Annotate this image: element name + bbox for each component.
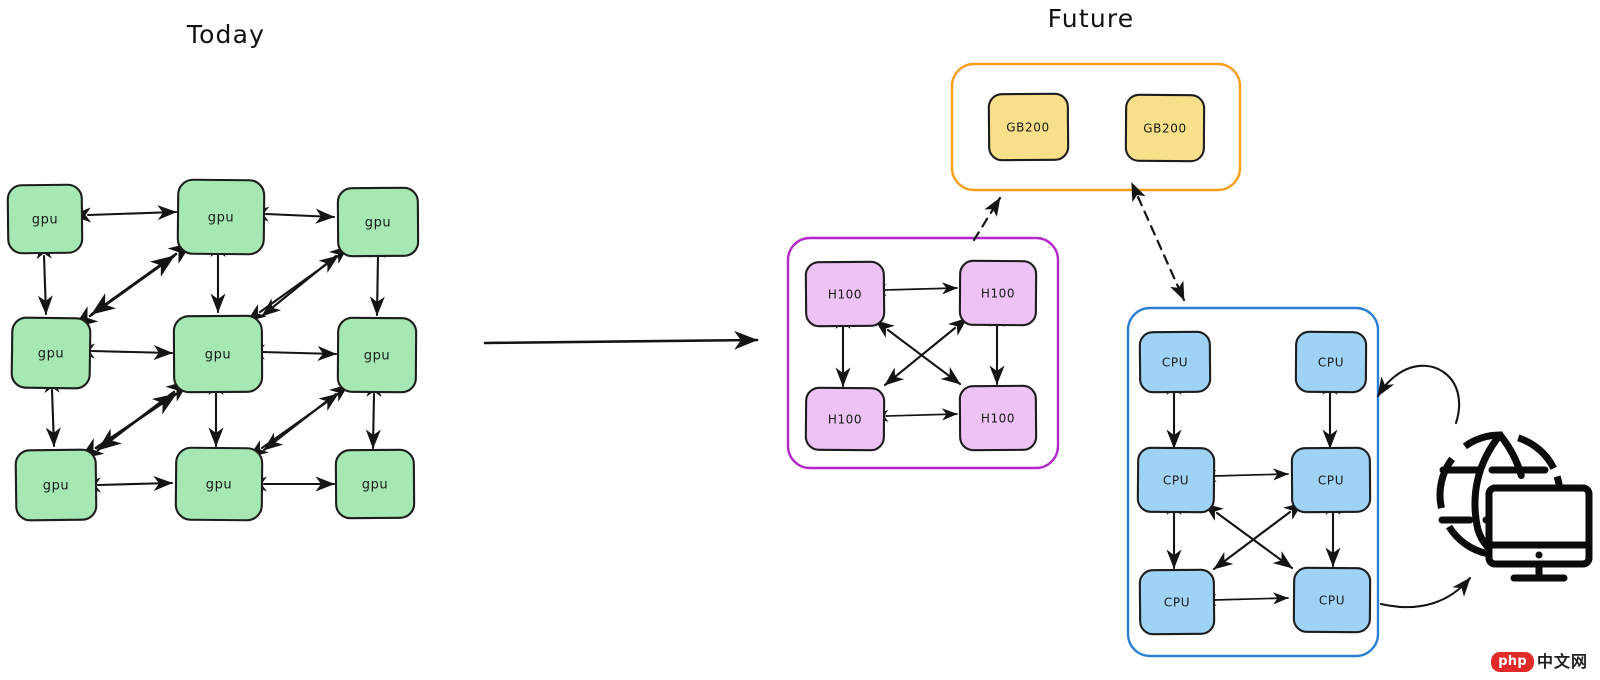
watermark-php-badge: php [1491, 652, 1534, 672]
gpu-node-label: gpu [364, 349, 391, 364]
gb200-to-cpu-link [1131, 182, 1186, 302]
cpu-to-internet-arrow [1379, 576, 1472, 609]
edge-g01-g12 [260, 245, 349, 318]
watermark: php 中文网 [1491, 652, 1588, 672]
edge-c20-c21 [1200, 592, 1289, 607]
gpu-node-g01[interactable]: gpu [176, 178, 266, 256]
edge-h01-h10 [883, 317, 968, 387]
edge-h00-h01 [870, 282, 958, 297]
edge-g02-g12 [369, 238, 386, 317]
edge-g11-g12 [245, 344, 338, 362]
gpu-node-label: gpu [43, 479, 70, 494]
edge-g10-g11 [75, 343, 174, 361]
edge-g12-g22 [365, 377, 382, 450]
h100-to-gb200-link [972, 196, 1002, 242]
edge-g11-g22 [262, 383, 349, 452]
gpu-node-label: gpu [208, 211, 235, 226]
edge-g01-g02 [249, 206, 336, 224]
edge-g10-g20 [44, 373, 61, 448]
edge-c11-c20 [1212, 502, 1304, 571]
cpu-node-c10[interactable]: CPU [1136, 446, 1216, 514]
gpu-node-label: gpu [206, 478, 233, 493]
cpu-node-label: CPU [1163, 474, 1189, 488]
h100-node-label: H100 [828, 413, 862, 427]
edge-c10-c21 [1203, 503, 1294, 570]
gb200-node-1[interactable]: GB200 [1124, 93, 1206, 163]
gb200-node-0[interactable]: GB200 [987, 92, 1070, 162]
cpu-mesh-edges [1166, 375, 1341, 607]
cpu-node-c01[interactable]: CPU [1294, 330, 1368, 394]
gpu-node-label: gpu [205, 348, 232, 363]
gpu-mesh-edges [36, 205, 386, 493]
cpu-node-label: CPU [1164, 596, 1190, 610]
gpu-node-g10[interactable]: gpu [10, 316, 92, 390]
gpu-node-label: gpu [365, 216, 392, 231]
future-title: Future [1048, 4, 1135, 33]
cpu-node-label: CPU [1318, 356, 1344, 370]
gpu-node-g20[interactable]: gpu [14, 448, 98, 522]
gpu-node-g22[interactable]: gpu [334, 448, 416, 520]
gpu-node-g21[interactable]: gpu [174, 446, 264, 522]
gb200-group-border [950, 62, 1242, 192]
gb200-node-label: GB200 [1143, 122, 1186, 136]
internet-to-cpu-arrow [1376, 364, 1461, 425]
gpu-node-label: gpu [38, 347, 65, 362]
h100-node-label: H100 [828, 288, 862, 302]
edge-g20-g21 [81, 475, 174, 493]
watermark-text: 中文网 [1536, 652, 1588, 671]
cpu-node-c11[interactable]: CPU [1290, 446, 1372, 514]
gpu-node-g02[interactable]: gpu [336, 186, 420, 258]
h100-node-h00[interactable]: H100 [804, 260, 886, 328]
cpu-node-label: CPU [1319, 594, 1345, 608]
today-to-future-arrow [483, 330, 759, 350]
cpu-node-label: CPU [1318, 474, 1344, 488]
cpu-node-c00[interactable]: CPU [1138, 330, 1212, 394]
edge-g10-g21 [96, 379, 191, 452]
edge-g00-g10 [36, 239, 53, 316]
h100-node-label: H100 [981, 412, 1015, 426]
h100-mesh-edges [835, 282, 1005, 423]
h100-node-h11[interactable]: H100 [958, 384, 1038, 452]
h100-node-h01[interactable]: H100 [958, 259, 1038, 327]
h100-node-h10[interactable]: H100 [804, 386, 886, 452]
edge-g00-g01 [71, 205, 178, 223]
today-title: Today [186, 20, 265, 49]
globe-monitor-icon [1436, 431, 1593, 582]
gpu-node-g12[interactable]: gpu [336, 316, 418, 394]
cpu-node-c21[interactable]: CPU [1292, 566, 1372, 634]
cpu-group-border [1126, 306, 1380, 658]
edge-g00-g11 [90, 242, 193, 316]
h100-node-label: H100 [981, 287, 1015, 301]
edge-h00-h11 [874, 320, 962, 386]
cpu-node-c20[interactable]: CPU [1138, 568, 1216, 636]
edge-c10-c11 [1200, 468, 1289, 483]
edge-h10-h11 [872, 408, 958, 423]
gpu-node-g00[interactable]: gpu [6, 183, 84, 255]
h100-group-border [786, 236, 1060, 470]
gpu-node-label: gpu [32, 213, 59, 228]
gpu-node-label: gpu [362, 478, 389, 493]
gb200-node-label: GB200 [1006, 121, 1049, 135]
cpu-node-label: CPU [1162, 356, 1188, 370]
gpu-node-g11[interactable]: gpu [172, 314, 264, 394]
